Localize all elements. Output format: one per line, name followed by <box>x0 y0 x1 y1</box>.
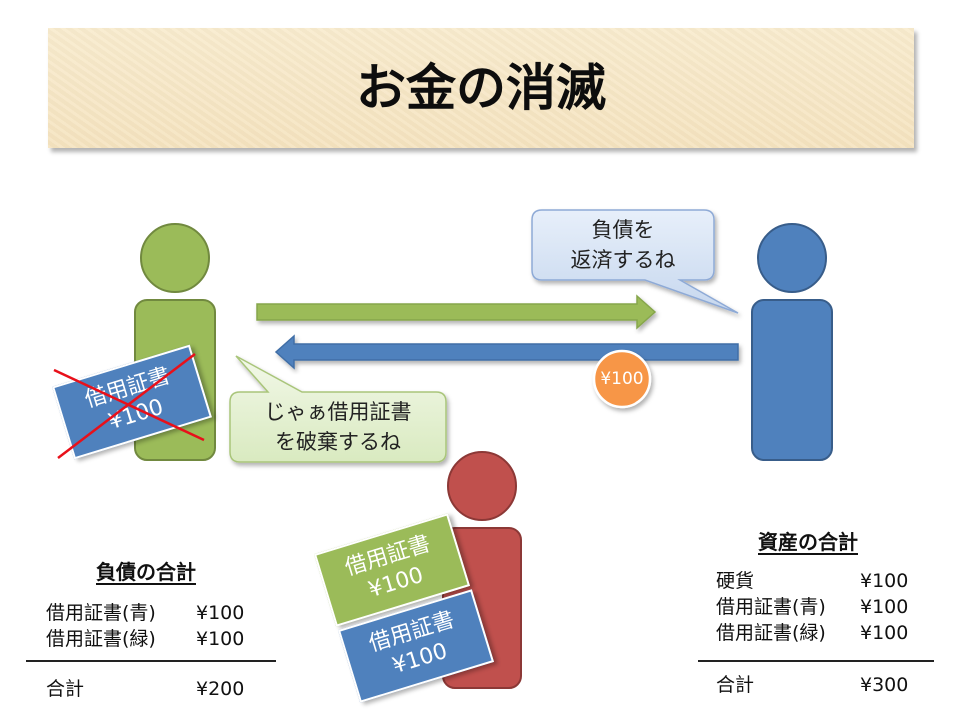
liabilities-rule <box>26 660 276 662</box>
assets-title: 資産の合計 <box>758 530 858 554</box>
liabilities-row-label: 借用証書(青) <box>46 602 156 624</box>
assets-row: 硬貨 ¥100 <box>716 568 908 594</box>
assets-total-row: 合計 ¥300 <box>716 672 908 698</box>
coin <box>592 349 652 409</box>
assets-total-label: 合計 <box>716 674 755 696</box>
coin-label: ¥100 <box>600 369 644 389</box>
liabilities-row-label: 借用証書(緑) <box>46 628 156 650</box>
assets-row-value: ¥100 <box>860 596 909 618</box>
assets-row-value: ¥100 <box>860 570 909 592</box>
green-arrow <box>256 294 657 330</box>
liabilities-row-value: ¥100 <box>196 628 245 650</box>
assets-row: 借用証書(緑) ¥100 <box>716 620 908 646</box>
blue-arrow <box>274 334 739 370</box>
liabilities-row: 借用証書(青) ¥100 <box>46 600 244 626</box>
assets-total-value: ¥300 <box>860 674 909 696</box>
speech-bubble-left <box>229 355 447 463</box>
liabilities-total-row: 合計 ¥200 <box>46 676 244 702</box>
bubble-right-line-1: 負債を <box>591 218 655 242</box>
speech-bubble-right-text: 負債を 返済するね <box>532 215 714 275</box>
liabilities-row: 借用証書(緑) ¥100 <box>46 626 244 652</box>
bubble-right-line-2: 返済するね <box>570 248 676 272</box>
bubble-left-line-2: を破棄するね <box>275 430 401 454</box>
green-person-head <box>140 223 210 293</box>
blue-person-body <box>751 299 833 461</box>
speech-bubble-right <box>531 209 739 314</box>
page-title: お金の消滅 <box>356 59 606 117</box>
speech-bubble-left-text: じゃぁ借用証書 を破棄するね <box>230 397 446 457</box>
blue-person-head <box>757 223 827 293</box>
assets-rule <box>698 660 934 662</box>
assets-row-label: 硬貨 <box>716 570 755 592</box>
liabilities-total-value: ¥200 <box>196 678 245 700</box>
red-person-head <box>447 451 517 521</box>
assets-row-value: ¥100 <box>860 622 909 644</box>
title-banner <box>48 28 914 148</box>
liabilities-title: 負債の合計 <box>96 560 196 584</box>
blue-person <box>751 223 833 461</box>
assets-row: 借用証書(青) ¥100 <box>716 594 908 620</box>
bubble-left-line-1: じゃぁ借用証書 <box>264 400 412 424</box>
liabilities-row-value: ¥100 <box>196 602 245 624</box>
liabilities-total-label: 合計 <box>46 678 85 700</box>
assets-row-label: 借用証書(青) <box>716 596 826 618</box>
assets-row-label: 借用証書(緑) <box>716 622 826 644</box>
